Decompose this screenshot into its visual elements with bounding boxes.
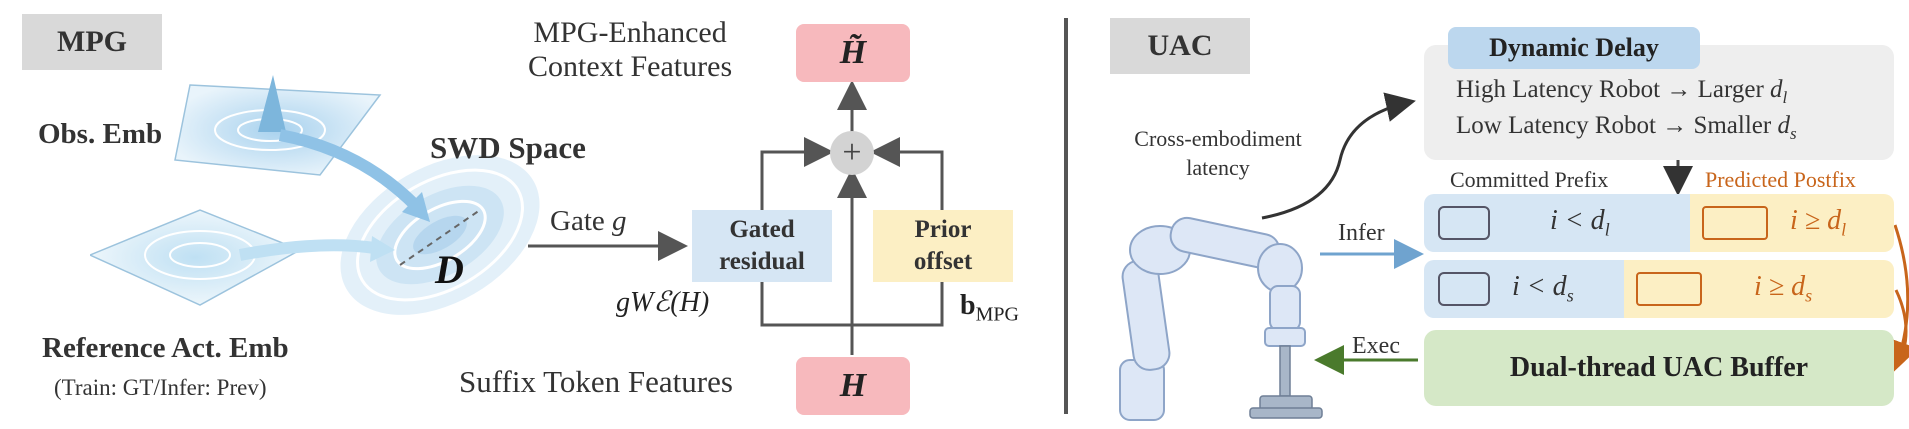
enhanced-features-label: MPG-Enhanced Context Features (528, 16, 732, 84)
d-symbol: D (435, 247, 464, 292)
bias-formula: bMPG (960, 290, 1019, 327)
robot-arm-illustration (1119, 216, 1323, 421)
gate-symbol: g (612, 205, 627, 237)
prior-offset-box: Prior offset (873, 210, 1013, 282)
swd-space-label: SWD Space (430, 130, 586, 165)
row2-predicted: i ≥ ds (1624, 260, 1894, 318)
infer-label: Infer (1338, 220, 1385, 246)
obs-to-swd-arrow (278, 129, 420, 210)
gated-residual-line2: residual (719, 248, 805, 275)
high-latency-text: High Latency Robot → Larger dl (1456, 76, 1787, 108)
reference-act-emb-label: Reference Act. Emb (42, 332, 289, 364)
low-latency-label: Low Latency Robot → Smaller (1456, 112, 1772, 139)
uac-tag: UAC (1110, 18, 1250, 74)
row1-committed: i < dl (1424, 194, 1690, 252)
high-latency-label: High Latency Robot → Larger (1456, 76, 1764, 103)
gate-text: Gate (550, 205, 605, 237)
suffix-token-label: Suffix Token Features (459, 364, 733, 399)
low-latency-sub: s (1789, 124, 1797, 143)
add-operator: + (830, 131, 874, 175)
gated-residual-box: Gated residual (692, 210, 832, 282)
predicted-postfix-label: Predicted Postfix (1705, 167, 1856, 192)
row1-postfix-condition: i ≥ dl (1790, 205, 1847, 240)
train-infer-note: (Train: GT/Infer: Prev) (54, 375, 267, 400)
embedding-illustration (90, 75, 540, 315)
enhanced-line1: MPG-Enhanced (533, 16, 727, 49)
ref-to-swd-arrow (238, 239, 376, 261)
bias-subscript: MPG (975, 303, 1019, 326)
high-latency-sub: l (1782, 88, 1788, 107)
row1-predicted: i ≥ dl (1690, 194, 1894, 252)
row2-postfix-condition: i ≥ ds (1754, 271, 1813, 306)
sparkle-stack-icon (1636, 272, 1702, 306)
sparkle-stack-icon (1702, 206, 1768, 240)
h-box: H (796, 357, 910, 415)
cross-embodiment-label: Cross-embodiment latency (1125, 124, 1311, 182)
gated-residual-line1: Gated (729, 216, 795, 243)
gated-formula: gWℰ(H) (616, 287, 710, 318)
row2-committed: i < ds (1424, 260, 1624, 318)
low-latency-text: Low Latency Robot → Smaller ds (1456, 112, 1797, 144)
bias-symbol: b (960, 290, 976, 321)
cross-line2: latency (1186, 155, 1250, 180)
row1-condition: i < dl (1550, 205, 1610, 240)
prior-offset-line1: Prior (914, 216, 972, 243)
h-tilde-box: H̃ (796, 24, 910, 82)
low-latency-var: d (1777, 112, 1790, 139)
exec-label: Exec (1352, 333, 1400, 359)
uac-buffer-box: Dual-thread UAC Buffer (1424, 330, 1894, 406)
enhanced-line2: Context Features (528, 50, 733, 83)
prior-offset-line2: offset (913, 248, 973, 275)
obs-emb-label: Obs. Emb (38, 118, 163, 150)
mpg-tag: MPG (22, 14, 162, 70)
chain-icon (1438, 272, 1490, 306)
high-latency-var: d (1770, 76, 1783, 103)
committed-prefix-label: Committed Prefix (1450, 167, 1609, 192)
chain-icon (1438, 206, 1490, 240)
cross-line1: Cross-embodiment (1134, 126, 1302, 151)
dynamic-delay-title: Dynamic Delay (1448, 27, 1700, 69)
gate-label: Gate g (550, 205, 627, 238)
row2-condition: i < ds (1512, 271, 1574, 306)
